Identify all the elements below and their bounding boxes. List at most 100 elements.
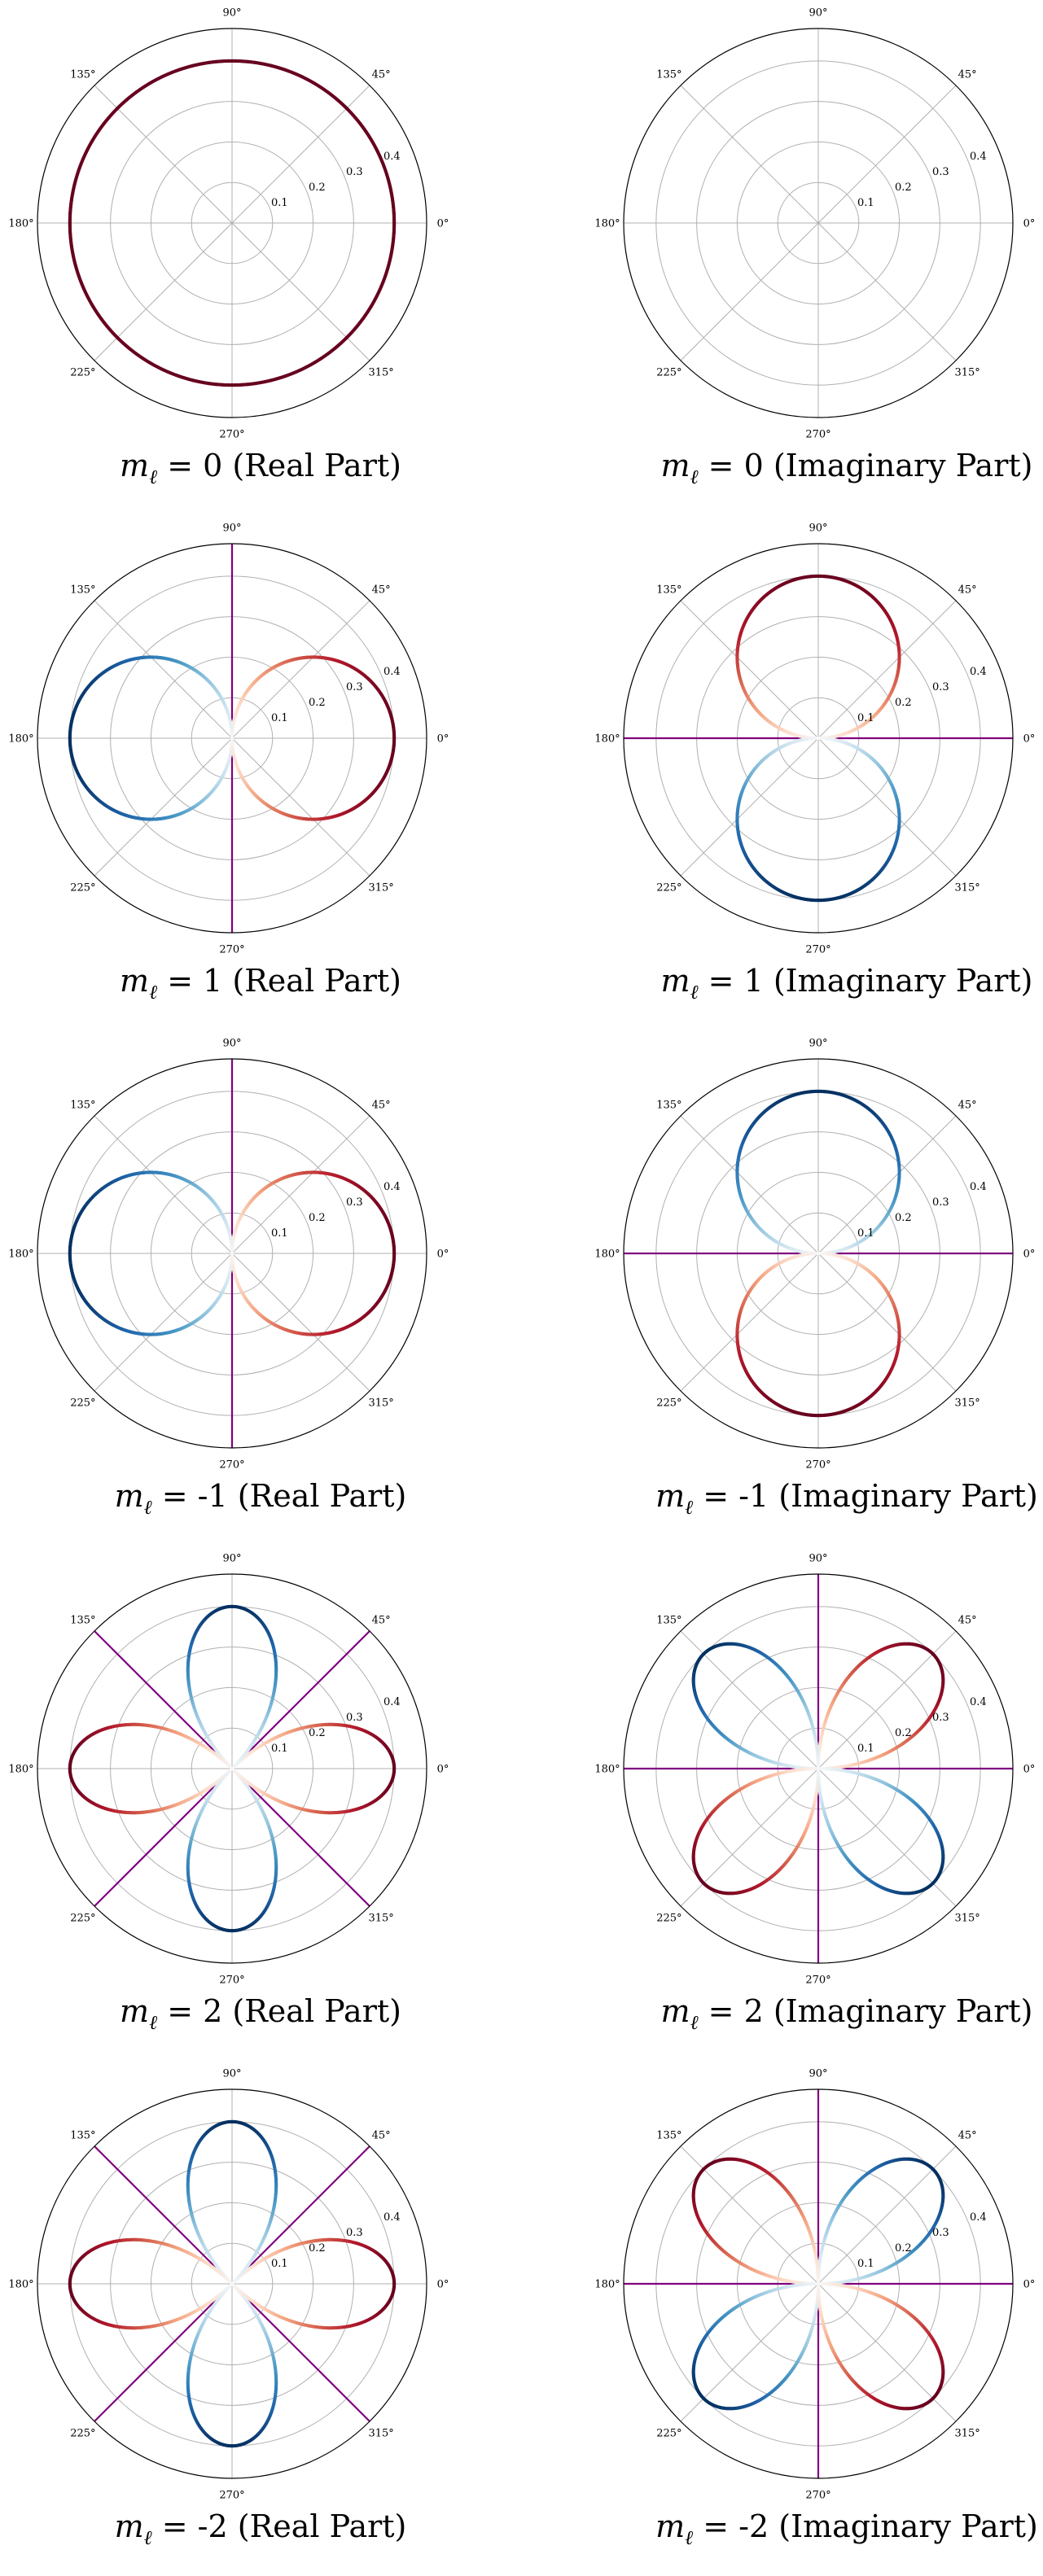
- angular-gridline: [818, 1116, 956, 1253]
- angular-gridline: [94, 601, 232, 738]
- angle-tick-label: 315°: [368, 1397, 393, 1410]
- angle-tick-label: 180°: [594, 1249, 620, 1261]
- radial-tick-label: 0.4: [383, 151, 401, 163]
- angle-tick-labels: 0°45°90°135°180°225°270°315°: [594, 7, 1035, 441]
- angle-tick-label: 270°: [219, 1459, 244, 1472]
- m-symbol: m: [115, 2508, 144, 2544]
- radial-tick-label: 0.4: [383, 1181, 401, 1193]
- angle-tick-label: 90°: [809, 523, 827, 535]
- angle-tick-label: 315°: [954, 367, 979, 379]
- polar-axes: 0°45°90°135°180°225°270°315°0.10.20.30.4: [586, 515, 1043, 1030]
- radial-tick-label: 0.3: [346, 166, 363, 178]
- l-subscript: ℓ: [144, 1496, 152, 1519]
- angle-tick-label: 135°: [656, 68, 681, 81]
- radial-tick-label: 0.4: [383, 1696, 401, 1708]
- plot-title: mℓ = 2 (Imaginary Part): [586, 1996, 1043, 2027]
- angle-tick-label: 135°: [70, 1099, 95, 1111]
- angular-gridline: [232, 223, 370, 361]
- m-symbol: m: [661, 448, 690, 483]
- angle-tick-labels: 0°45°90°135°180°225°270°315°: [8, 2068, 449, 2502]
- plot-title: mℓ = -2 (Imaginary Part): [586, 2511, 1043, 2542]
- angular-gridline: [232, 1253, 370, 1391]
- angle-tick-label: 45°: [372, 68, 391, 81]
- angular-gridline: [818, 738, 956, 876]
- plot-title-text: = 0 (Real Part): [167, 448, 401, 483]
- angle-tick-label: 90°: [222, 1553, 241, 1565]
- angular-gridline: [681, 1253, 818, 1391]
- angle-tick-label: 270°: [219, 429, 244, 441]
- angle-tick-label: 225°: [70, 882, 95, 894]
- radial-tick-label: 0.4: [970, 666, 987, 678]
- angular-gridline: [681, 738, 818, 876]
- radial-tick-label: 0.1: [271, 1743, 288, 1755]
- angle-tick-label: 180°: [8, 1764, 33, 1776]
- plot-title: mℓ = 0 (Imaginary Part): [586, 450, 1043, 481]
- angle-tick-label: 0°: [1023, 218, 1036, 230]
- radial-tick-label: 0.3: [932, 1712, 949, 1724]
- radial-tick-label: 0.3: [932, 1196, 949, 1209]
- angle-tick-label: 45°: [372, 2129, 391, 2141]
- m-symbol: m: [661, 963, 690, 999]
- angle-tick-label: 225°: [70, 2428, 95, 2440]
- angle-tick-label: 180°: [8, 218, 33, 230]
- radial-tick-label: 0.2: [895, 2242, 912, 2255]
- angle-tick-label: 315°: [954, 2428, 979, 2440]
- radial-tick-label: 0.2: [309, 2242, 326, 2255]
- radial-tick-label: 0.1: [857, 2258, 874, 2270]
- angle-tick-label: 270°: [805, 1975, 830, 1987]
- polar-axes: 0°45°90°135°180°225°270°315°0.10.20.30.4: [0, 515, 521, 1030]
- polar-axes: 0°45°90°135°180°225°270°315°0.10.20.30.4: [586, 1030, 1043, 1546]
- angle-tick-label: 225°: [70, 367, 95, 379]
- angle-tick-label: 270°: [219, 2490, 244, 2502]
- angle-tick-label: 135°: [70, 1614, 95, 1626]
- l-subscript: ℓ: [690, 466, 699, 488]
- radial-tick-label: 0.3: [932, 2227, 949, 2239]
- l-subscript: ℓ: [149, 981, 157, 1004]
- angle-tick-label: 45°: [372, 584, 391, 596]
- m-symbol: m: [115, 1478, 144, 1514]
- angle-tick-label: 180°: [594, 1764, 620, 1776]
- plot-title-text: = 0 (Imaginary Part): [708, 448, 1033, 483]
- angular-gridline: [818, 85, 956, 223]
- plot-title-text: = 2 (Real Part): [167, 1993, 401, 2029]
- radial-tick-label: 0.1: [271, 197, 288, 209]
- angular-gridline: [94, 223, 232, 361]
- angular-gridline: [681, 601, 818, 738]
- radial-tick-label: 0.4: [970, 2211, 987, 2224]
- angle-tick-label: 0°: [437, 1249, 449, 1261]
- angular-gridline: [818, 1631, 956, 1769]
- angle-tick-label: 45°: [958, 68, 977, 81]
- angle-tick-label: 225°: [656, 1913, 681, 1925]
- m-symbol: m: [120, 963, 149, 999]
- angle-tick-label: 180°: [594, 733, 620, 746]
- radial-tick-label: 0.2: [895, 182, 912, 194]
- radial-tick-label: 0.3: [346, 1196, 363, 1209]
- angle-tick-label: 45°: [372, 1614, 391, 1626]
- angle-tick-label: 0°: [1023, 2279, 1036, 2291]
- plot-title: mℓ = -1 (Real Part): [0, 1480, 521, 1511]
- angular-gridline: [818, 223, 956, 361]
- angular-gridline: [818, 1769, 956, 1906]
- angle-tick-label: 225°: [656, 2428, 681, 2440]
- l-subscript: ℓ: [149, 466, 157, 488]
- angle-tick-label: 135°: [70, 584, 95, 596]
- angle-tick-label: 180°: [8, 1249, 33, 1261]
- l-subscript: ℓ: [690, 981, 699, 1004]
- m-symbol: m: [120, 448, 149, 483]
- angle-tick-label: 135°: [656, 584, 681, 596]
- radial-tick-label: 0.2: [895, 697, 912, 709]
- angle-tick-label: 45°: [958, 1099, 977, 1111]
- angular-gridline: [94, 738, 232, 876]
- angle-tick-label: 45°: [958, 584, 977, 596]
- angle-tick-label: 180°: [8, 2279, 33, 2291]
- angle-tick-label: 270°: [219, 1975, 244, 1987]
- radial-tick-label: 0.4: [970, 1181, 987, 1193]
- angular-gridline: [681, 2284, 818, 2421]
- angle-tick-label: 315°: [954, 1913, 979, 1925]
- angle-tick-label: 270°: [805, 2490, 830, 2502]
- angle-tick-label: 45°: [372, 1099, 391, 1111]
- plot-title-text: = 1 (Real Part): [167, 963, 401, 999]
- plot-title: mℓ = -2 (Real Part): [0, 2511, 521, 2542]
